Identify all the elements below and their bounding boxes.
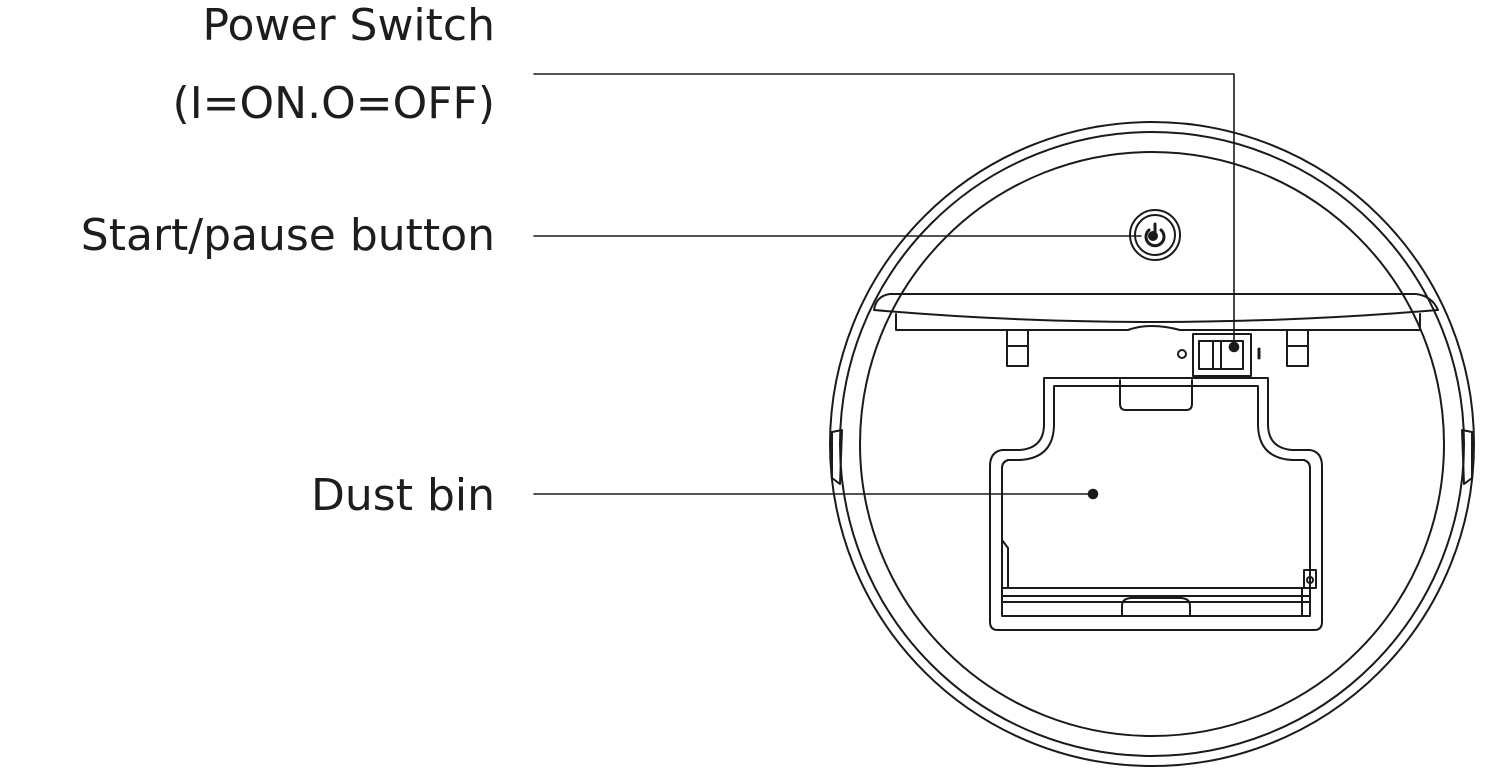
- dust-bin[interactable]: [989, 377, 1323, 631]
- power-switch-label: Power Switch: [202, 0, 496, 51]
- start-pause-button-label: Start/pause button: [80, 210, 495, 261]
- power-switch-leader-dot: [1228, 341, 1240, 353]
- robot-body: [829, 121, 1475, 767]
- start-pause-button[interactable]: [1129, 209, 1181, 261]
- front-cover-plate: [873, 293, 1439, 367]
- power-switch-leader: [533, 73, 1235, 348]
- power-switch[interactable]: [1177, 333, 1261, 377]
- dust-bin-leader-dot: [1087, 488, 1099, 500]
- dust-bin-label: Dust bin: [311, 470, 495, 521]
- leader-lines: [533, 73, 1240, 500]
- power-switch-states-label: (I=ON.O=OFF): [172, 78, 495, 129]
